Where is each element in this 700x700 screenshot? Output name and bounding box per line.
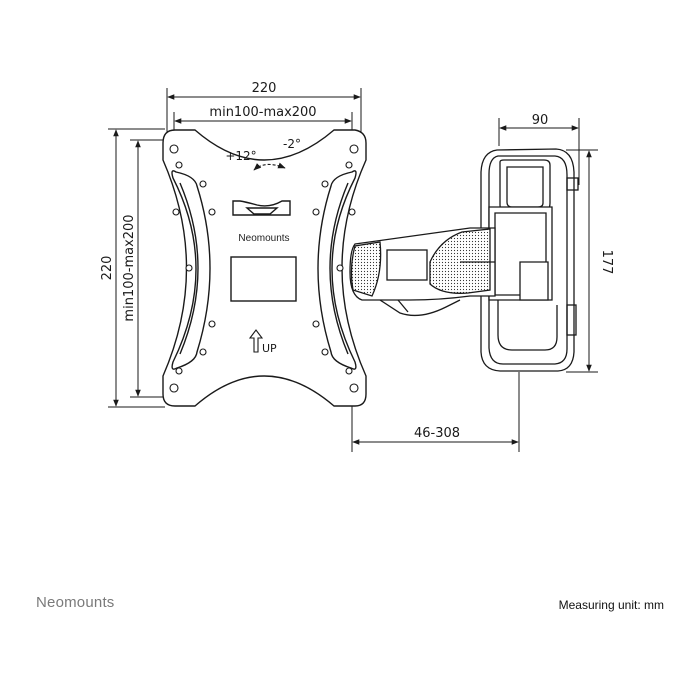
dimension-label-height-outer: 220 xyxy=(100,256,115,281)
tilt-up-label: +12° xyxy=(225,149,256,163)
arrow-up-icon xyxy=(248,329,264,353)
dimension-label-width-outer: 220 xyxy=(252,81,277,96)
tilt-arc-icon xyxy=(253,162,286,171)
tilt-down-label: -2° xyxy=(283,137,301,151)
dimension-plate-width xyxy=(166,88,362,135)
footer-brand: Neomounts xyxy=(36,594,115,611)
dimension-label-wall-height: 177 xyxy=(599,250,614,275)
dimension-wall-plate-width xyxy=(498,118,580,185)
vesa-plate xyxy=(162,129,367,407)
dimension-label-height-vesa: min100-max200 xyxy=(122,214,137,321)
measuring-unit-note: Measuring unit: mm xyxy=(558,598,664,612)
plate-holes xyxy=(169,144,359,393)
dimension-wall-plate-height xyxy=(566,149,598,373)
dimension-label-extension: 46-308 xyxy=(414,426,460,441)
up-label: UP xyxy=(262,342,277,355)
plate-logo-text: Neomounts xyxy=(238,233,289,244)
swing-arm xyxy=(349,206,553,317)
dimension-label-wall-width: 90 xyxy=(532,113,549,128)
dimension-label-width-vesa: min100-max200 xyxy=(209,105,316,120)
dimension-plate-height xyxy=(108,128,175,408)
